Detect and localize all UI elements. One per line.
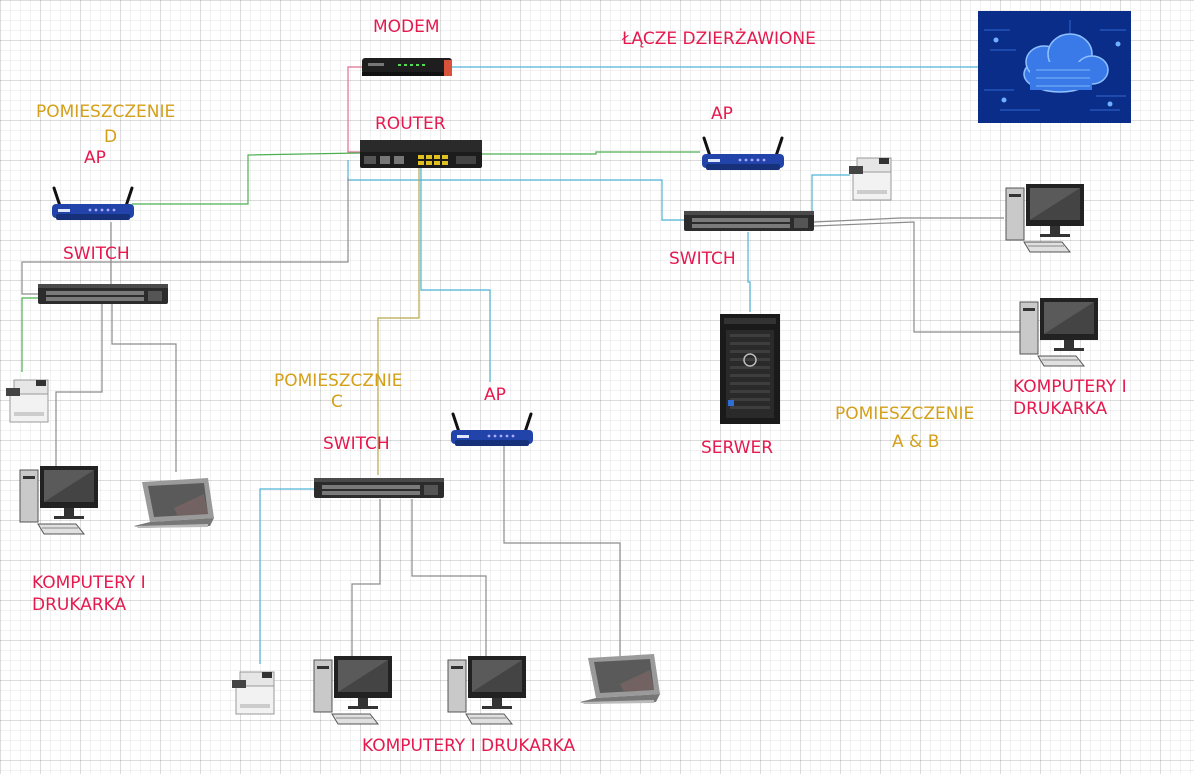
ap-left-label: AP [84, 148, 106, 168]
ap-center-label: AP [484, 385, 506, 405]
router-label: ROUTER [375, 114, 446, 134]
desktop-computer-icon [1005, 183, 1085, 253]
computers-bottom-label: KOMPUTERY I DRUKARKA [362, 736, 576, 756]
switch-right-desktop-1-link [813, 217, 1004, 223]
cloud-icon [978, 11, 1131, 123]
computers-right-label: KOMPUTERY I [1013, 377, 1127, 397]
printer-icon [231, 671, 275, 715]
leased-line-label: ŁĄCZE DZIERŻAWIONE [622, 29, 816, 49]
modem-label: MODEM [373, 17, 440, 37]
room-d-label-letter: D [104, 127, 118, 147]
switch-center-printer-link [259, 488, 314, 664]
printer-icon [848, 157, 892, 201]
switch-center-label: SWITCH [323, 434, 390, 454]
switch-left-label: SWITCH [63, 244, 130, 264]
router-switch-left-link [21, 178, 349, 295]
switch-left-laptop-link [111, 304, 177, 472]
laptop-icon [134, 478, 214, 528]
wireless-access-point-icon [50, 186, 136, 222]
switch-right-label: SWITCH [669, 249, 736, 269]
router-ap-center-link [420, 168, 491, 382]
router-switch-right-link [347, 160, 684, 221]
laptop-icon [580, 654, 660, 704]
network-switch-icon [684, 211, 814, 231]
computers-right-label-2: DRUKARKA [1013, 399, 1108, 419]
switch-center-desktop-2-link [411, 499, 487, 660]
desktop-computer-icon [1019, 297, 1099, 367]
router-ap-right-link [482, 151, 700, 155]
modem-router-link [347, 66, 362, 153]
switch-left-printer-link [21, 297, 40, 372]
room-ab-label-letters: A & B [892, 432, 940, 452]
computers-left-label: KOMPUTERY I [32, 573, 146, 593]
room-c-label-letter: C [331, 392, 343, 412]
wireless-access-point-icon [700, 136, 786, 172]
desktop-computer-icon [19, 465, 99, 535]
ap-top-right-label: AP [711, 104, 733, 124]
wireless-access-point-icon [449, 412, 535, 448]
connections [21, 66, 1020, 664]
room-c-label: POMIESZCZNIE [274, 371, 403, 391]
switch-right-server-link [747, 232, 751, 312]
switch-right-printer-link [811, 174, 850, 220]
desktop-computer-icon [313, 655, 393, 725]
modem-icon [362, 58, 452, 76]
printer-icon [5, 379, 49, 423]
network-switch-icon [314, 478, 444, 498]
room-ab-label: POMIESZCZENIE [835, 404, 975, 424]
tower-server-icon [719, 313, 781, 425]
switch-left-desktop-link [55, 304, 103, 468]
switch-right-desktop-2-link [813, 221, 1020, 333]
server-label: SERWER [701, 438, 774, 458]
computers-left-label-2: DRUKARKA [32, 595, 127, 615]
router-icon [360, 140, 482, 168]
router-switch-center-link [377, 168, 420, 475]
switch-center-desktop-1-link [351, 499, 381, 660]
ap-center-laptop-link [503, 446, 621, 656]
desktop-computer-icon [447, 655, 527, 725]
router-ap-left-link [132, 152, 361, 205]
network-switch-icon [38, 284, 168, 304]
room-d-label: POMIESZCZENIE [36, 102, 176, 122]
